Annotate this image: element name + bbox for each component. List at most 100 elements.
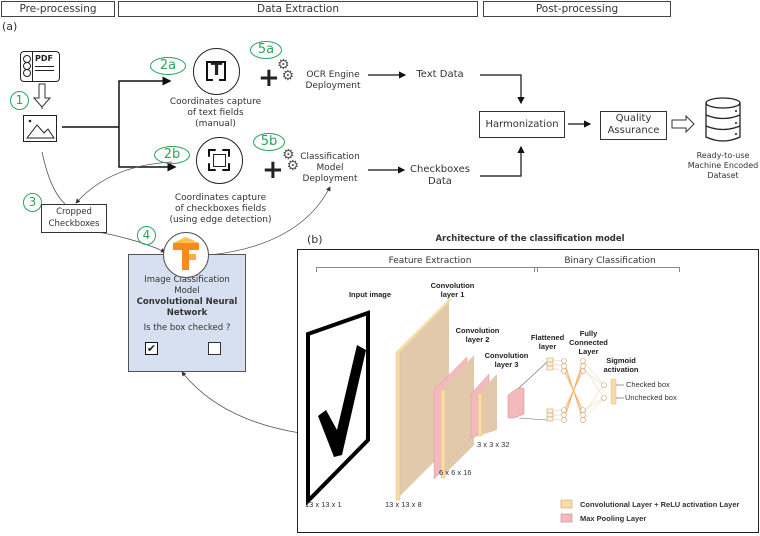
quality-assurance-box: Quality Assurance: [600, 111, 667, 140]
model-question: Is the box checked ?: [143, 323, 231, 333]
database-icon: [704, 97, 742, 143]
caption-line: Coordinates capture: [174, 193, 267, 203]
caption-line: Coordinates capture: [169, 97, 262, 107]
label-line: layer 2: [465, 335, 490, 344]
image-icon: [23, 115, 57, 142]
label-line: Fully: [579, 329, 598, 338]
label-line: Classification: [300, 152, 360, 162]
model-line-2: Model: [174, 286, 200, 296]
cropped-checkboxes-box: Cropped Checkboxes: [41, 204, 107, 233]
label-line: Layer: [578, 347, 599, 356]
step-4-badge: 4: [137, 226, 156, 245]
label-line: Flattened: [530, 333, 565, 342]
model-line-1: Image Classification: [144, 275, 230, 285]
phase-data-extraction: Data Extraction: [118, 1, 478, 17]
conv-layer-2: [433, 355, 474, 480]
label-line: Checkboxes: [48, 219, 100, 229]
flattened-layer: [546, 357, 554, 422]
panel-b-label: (b): [307, 233, 323, 246]
label-line: activation: [603, 365, 639, 374]
output-checked-label: Checked box: [626, 380, 670, 389]
conv-layer-3: [470, 373, 497, 439]
phase-preprocessing: Pre-processing: [1, 1, 115, 17]
feature-extraction-label: Feature Extraction: [388, 256, 472, 266]
pipeline-arrows: [32, 71, 695, 177]
step-2a-badge: 2a: [150, 57, 186, 75]
caption-line: (manual): [195, 119, 236, 129]
checkbox-capture-caption: Coordinates capture of checkboxes fields…: [163, 193, 278, 226]
model-bold-2: Network: [166, 308, 208, 318]
caption-line: of checkboxes fields: [174, 204, 267, 214]
fc-side-edges: [552, 359, 605, 421]
pdf-document-icon: PDF: [20, 51, 60, 82]
label-line: Convolution: [430, 281, 475, 290]
checked-checkbox[interactable]: ✔: [145, 342, 158, 355]
label-line: OCR Engine: [306, 70, 360, 80]
input-dim-label: 13 x 13 x 1: [305, 500, 342, 509]
checkbox-capture-icon: [196, 137, 243, 184]
legend-pool-label: Max Pooling Layer: [580, 514, 647, 523]
sigmoid-label: Sigmoid activation: [596, 356, 646, 374]
label-line: Ready-to-use: [696, 151, 750, 160]
label-line: Assurance: [607, 125, 660, 136]
label-line: Machine Encoded: [687, 161, 759, 170]
dataset-label: Ready-to-use Machine Encoded Dataset: [683, 151, 760, 181]
pdf-label: PDF: [35, 54, 53, 63]
phase-postprocessing: Post-processing: [483, 1, 671, 17]
plus-sign: +: [258, 63, 280, 93]
checkboxes-data-label: Checkboxes Data: [405, 164, 475, 188]
label-line: layer 1: [440, 290, 465, 299]
unchecked-checkbox[interactable]: [208, 342, 221, 355]
fc-nodes: [561, 358, 607, 423]
step-5a-badge: 5a: [250, 41, 282, 59]
caption-line: (using edge detection): [169, 215, 272, 225]
conv2-label: Convolution layer 2: [450, 326, 505, 344]
output-unchecked-label: Unchecked box: [625, 393, 677, 402]
classification-deploy-label: Classification Model Deployment: [300, 152, 360, 185]
text-capture-letter: T: [210, 60, 223, 80]
caption-line: of text fields: [187, 108, 244, 118]
fully-connected-label: Fully Connected Layer: [566, 329, 611, 356]
max-pool-block: [507, 387, 525, 419]
gears-icon: ⚙ ⚙: [282, 147, 300, 174]
label-line: Checkboxes: [410, 164, 470, 175]
architecture-panel: [297, 249, 759, 533]
label-line: Convolution: [484, 351, 529, 360]
label-line: Dataset: [707, 171, 739, 180]
text-data-label: Text Data: [416, 69, 464, 80]
step-1-badge: 1: [10, 91, 29, 110]
conv1-dim-label: 13 x 13 x 8: [385, 500, 422, 509]
label-line: Model: [316, 163, 344, 173]
conv1-label: Convolution layer 1: [425, 281, 480, 299]
input-image-label: Input image: [348, 290, 392, 299]
label-line: layer: [538, 342, 557, 351]
legend-swatch-pool: [560, 513, 573, 523]
label-line: layer 3: [494, 360, 519, 369]
label-line: Sigmoid: [606, 356, 636, 365]
label-line: Deployment: [305, 81, 361, 91]
text-capture-caption: Coordinates capture of text fields (manu…: [158, 97, 273, 130]
step-3-badge: 3: [23, 193, 42, 212]
gears-icon: ⚙ ⚙: [277, 57, 295, 84]
label-line: Quality: [615, 113, 652, 124]
binary-classification-bracket: [534, 267, 680, 272]
label-line: Deployment: [302, 174, 358, 184]
label-line: Convolution: [455, 326, 500, 335]
curved-arrows: [41, 151, 331, 434]
label-line: Connected: [569, 338, 608, 347]
conv2-dim-label: 6 x 6 x 16: [439, 468, 472, 477]
model-bold-1: Convolutional Neural: [136, 297, 238, 307]
step-5b-badge: 5b: [253, 133, 285, 151]
input-image-shape: [306, 310, 370, 506]
binary-classification-label: Binary Classification: [564, 256, 656, 266]
cnn-model-box: Image Classification Model Convolutional…: [128, 254, 246, 372]
plus-sign: +: [262, 155, 284, 185]
architecture-title: Architecture of the classification model: [435, 234, 625, 244]
sigmoid-output-block: [610, 378, 617, 405]
label-line: Cropped: [56, 207, 92, 217]
legend-conv-label: Convolutional Layer + ReLU activation La…: [580, 500, 740, 509]
step-2b-badge: 2b: [154, 146, 190, 164]
fc-edges: [563, 360, 584, 421]
